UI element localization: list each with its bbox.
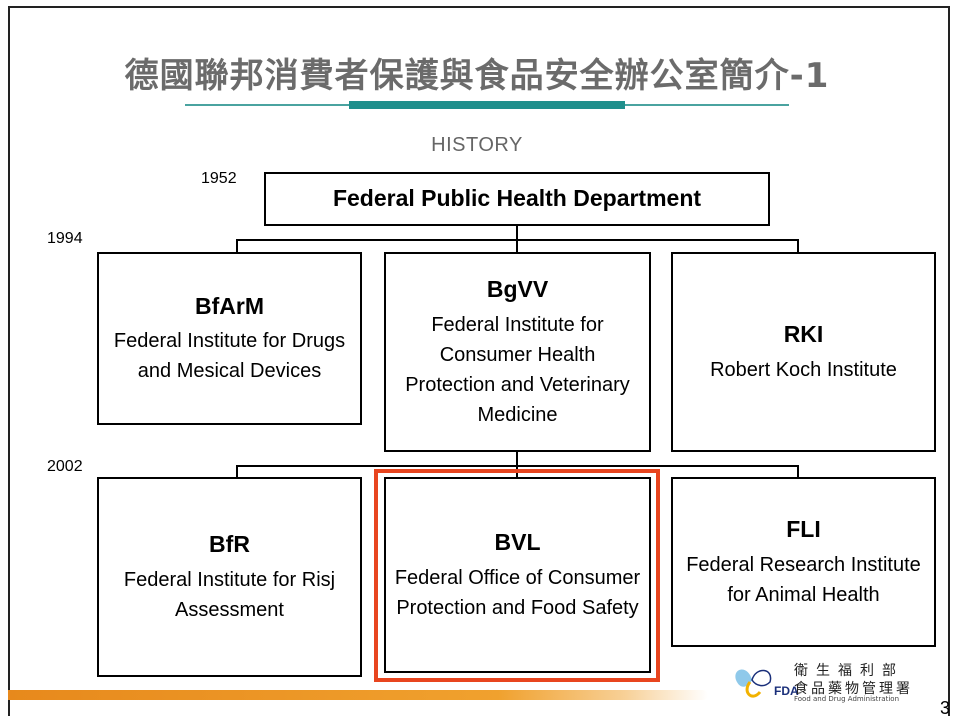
- node-fli: FLI Federal Research Institute for Anima…: [671, 477, 936, 647]
- node-rki-desc: Robert Koch Institute: [710, 358, 897, 381]
- node-bvl: BVL Federal Office of Consumer Protectio…: [384, 477, 651, 673]
- node-rki-name: RKI: [783, 321, 824, 348]
- connector-2002-left: [236, 465, 238, 477]
- footer-accent-bar: [8, 690, 708, 700]
- slide-title: 德國聯邦消費者保護與食品安全辦公室簡介-1: [124, 56, 830, 96]
- node-bvl-name: BVL: [494, 529, 541, 556]
- root-node-box: Federal Public Health Department: [264, 172, 770, 226]
- year-2002: 2002: [47, 458, 83, 475]
- root-node-name: Federal Public Health Department: [332, 185, 702, 212]
- node-bgvv-name: BgVV: [486, 276, 549, 303]
- node-fli-desc: Federal Research Institute for Animal He…: [686, 553, 921, 606]
- year-1952: 1952: [201, 170, 237, 187]
- year-1994: 1994: [47, 230, 83, 247]
- node-bgvv: BgVV Federal Institute for Consumer Heal…: [384, 252, 651, 452]
- node-bfarm-name: BfArM: [195, 292, 264, 319]
- connector-root-stem: [516, 226, 518, 240]
- connector-1994-right: [797, 239, 799, 252]
- logo-ministry-name: 衛生福利部: [794, 663, 904, 679]
- logo-english-name: Food and Drug Administration: [794, 695, 899, 703]
- node-bfr-name: BfR: [209, 531, 250, 558]
- connector-1994-center: [516, 239, 518, 252]
- node-bgvv-desc: Federal Institute for Consumer Health Pr…: [405, 313, 630, 426]
- connector-bgvv-stem: [516, 452, 518, 466]
- node-rki: RKI Robert Koch Institute: [671, 252, 936, 452]
- logo-fda-abbr: FDA: [774, 684, 799, 698]
- node-bfarm: BfArM Federal Institute for Drugs and Me…: [97, 252, 362, 425]
- connector-2002-right: [797, 465, 799, 477]
- butterfly-icon: [735, 669, 772, 698]
- logo-agency-name: 食品藥物管理署: [794, 681, 913, 697]
- node-bvl-desc: Federal Office of Consumer Protection an…: [394, 566, 641, 619]
- highlight-bvl-frame: [374, 469, 660, 682]
- node-fli-name: FLI: [786, 516, 821, 543]
- connector-1994-left: [236, 239, 238, 252]
- node-bfr: BfR Federal Institute for Risj Assessmen…: [97, 477, 362, 677]
- title-underline-accent: [349, 101, 625, 109]
- node-bfr-desc: Federal Institute for Risj Assessment: [123, 568, 336, 621]
- page-number: 3: [940, 698, 951, 718]
- slide-frame: [8, 6, 950, 716]
- history-subtitle: HISTORY: [431, 134, 523, 156]
- node-bfarm-desc: Federal Institute for Drugs and Mesical …: [113, 330, 346, 383]
- fda-logo: FDA 衛生福利部 食品藥物管理署 Food and Drug Administ…: [730, 660, 940, 706]
